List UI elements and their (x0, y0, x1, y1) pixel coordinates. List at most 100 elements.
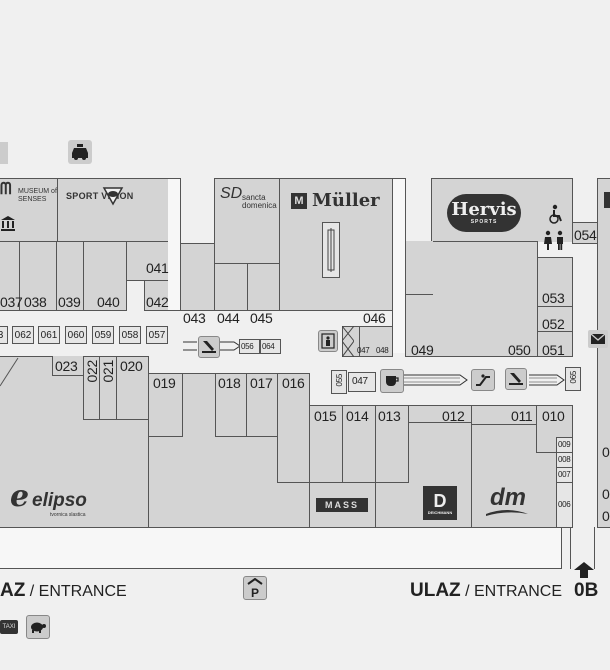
entrance-right[interactable]: ULAZ / ENTRANCE (410, 580, 562, 602)
muller-m-icon: M (291, 193, 307, 209)
walkway-arrow-a (404, 372, 468, 388)
svg-text:P: P (251, 586, 259, 598)
right-unit-label-a: 0 (602, 444, 610, 460)
unit-label-055: 055 (335, 374, 344, 387)
dm-swoosh-icon (486, 510, 528, 516)
elipso-diagonal-edge (0, 356, 20, 388)
mass-logo: MASS (316, 498, 368, 512)
unit-060[interactable]: 060 (65, 326, 87, 344)
restroom-icon (542, 230, 566, 250)
unit-044[interactable] (214, 263, 248, 311)
unit-057[interactable]: 057 (146, 326, 168, 344)
entrance-right-text: ENTRANCE (474, 583, 563, 600)
unit-061[interactable]: 061 (38, 326, 60, 344)
unit-label-064: 064 (262, 342, 275, 351)
unit-065[interactable] (565, 367, 581, 391)
unit-013b[interactable] (375, 405, 409, 483)
unit-label-016: 016 (282, 375, 305, 391)
unit-label-023: 023 (55, 358, 78, 374)
floor-label-text: 0B (574, 580, 599, 601)
entrance-left[interactable]: AZ / ENTRANCE (0, 580, 127, 602)
unit-label-061: 061 (40, 329, 58, 341)
unit-label-010: 010 (542, 408, 565, 424)
unit-label-065: 065 (569, 371, 578, 384)
unit-019b[interactable] (148, 373, 183, 437)
hervis-logo: Hervis SPORTS (447, 194, 521, 232)
unit-059[interactable]: 059 (92, 326, 114, 344)
unit-label-020: 020 (120, 358, 143, 374)
unit-062[interactable]: 062 (12, 326, 34, 344)
unit-006[interactable] (556, 482, 573, 528)
unit-label-050: 050 (508, 342, 531, 358)
unit-label-019: 019 (153, 375, 176, 391)
unit-label-014: 014 (346, 408, 369, 424)
unit-label-006: 006 (558, 500, 571, 509)
museum-line1: MUSEUM of (18, 188, 57, 195)
unit-right-edge[interactable] (597, 178, 610, 528)
unit-045[interactable] (247, 263, 280, 311)
unit-label-008: 008 (558, 455, 571, 464)
corridor-gap-top (392, 178, 406, 353)
muller-logo: Müller (312, 190, 380, 211)
unit-047-kiosk[interactable] (348, 372, 376, 392)
parking-icon[interactable]: P (243, 576, 267, 600)
mail-icon (588, 330, 608, 348)
museum-logo-mark: ᗰ (0, 181, 12, 198)
unit-043[interactable] (180, 243, 215, 311)
elipso-text: elipso (32, 490, 87, 511)
unit-064[interactable] (260, 339, 281, 354)
unit-label-047-kiosk: 047 (352, 376, 368, 387)
escalator-sign-icon (471, 369, 495, 391)
sancta-line1: sancta (242, 193, 266, 202)
unit-055[interactable] (331, 370, 347, 394)
unit-label-040: 040 (97, 294, 120, 310)
unit-label-058: 058 (121, 329, 139, 341)
mass-text: MASS (324, 500, 359, 510)
unit-label-043: 043 (183, 310, 206, 326)
hervis-text: Hervis (451, 199, 517, 220)
deichmann-logo: D DEICHMANN (423, 486, 457, 520)
unit-058[interactable]: 058 (119, 326, 141, 344)
unit-056[interactable] (239, 339, 260, 354)
unit-label-044: 044 (217, 310, 240, 326)
unit-label-039: 039 (58, 294, 81, 310)
lift-shaft-icon (342, 326, 354, 357)
unit-038[interactable] (19, 241, 57, 311)
partial-logo-right (604, 192, 610, 208)
coffee-cup-icon (380, 369, 404, 393)
unit-label-059: 059 (94, 329, 112, 341)
unit-label-042: 042 (146, 294, 169, 310)
unit-063[interactable]: 063 (0, 326, 8, 344)
unit-label-007: 007 (558, 470, 571, 479)
museum-building-icon (0, 215, 16, 231)
unit-label-011: 011 (511, 408, 533, 424)
right-unit-label-b: 0 (602, 486, 610, 502)
unit-053[interactable] (537, 257, 573, 307)
dm-text: dm (490, 484, 526, 511)
elipso-e-mark: e (10, 479, 30, 514)
sancta-mark: SD (220, 185, 243, 202)
entrance-left-sep: / (25, 583, 39, 600)
taxi-label: TAXI (2, 624, 16, 630)
shoe-repair-icon-2 (505, 368, 527, 390)
unit-018[interactable] (215, 373, 247, 437)
turtle-icon (26, 615, 50, 639)
unit-015[interactable] (309, 405, 343, 483)
entrance-left-text: ENTRANCE (38, 583, 127, 600)
entrance-left-bold: AZ (0, 580, 26, 601)
deichmann-text: DEICHMANN (427, 509, 453, 515)
unit-label-037: 037 (0, 294, 23, 310)
entrance-right-sep: / (460, 583, 474, 600)
right-unit-label-c: 0 (602, 508, 610, 524)
entrance-right-bold: ULAZ (410, 580, 461, 601)
unit-048[interactable] (359, 326, 393, 357)
unit-label-013: 013 (378, 408, 401, 424)
unit-label-021: 021 (100, 360, 116, 383)
unit-label-046: 046 (363, 310, 386, 326)
shoe-repair-icon (198, 336, 220, 358)
unit-label-052: 052 (542, 316, 565, 332)
unit-051[interactable] (537, 331, 573, 357)
sancta-line2: domenica (242, 201, 277, 210)
museum-of-senses-logo: ᗰ MUSEUM of SENSES (0, 182, 57, 204)
